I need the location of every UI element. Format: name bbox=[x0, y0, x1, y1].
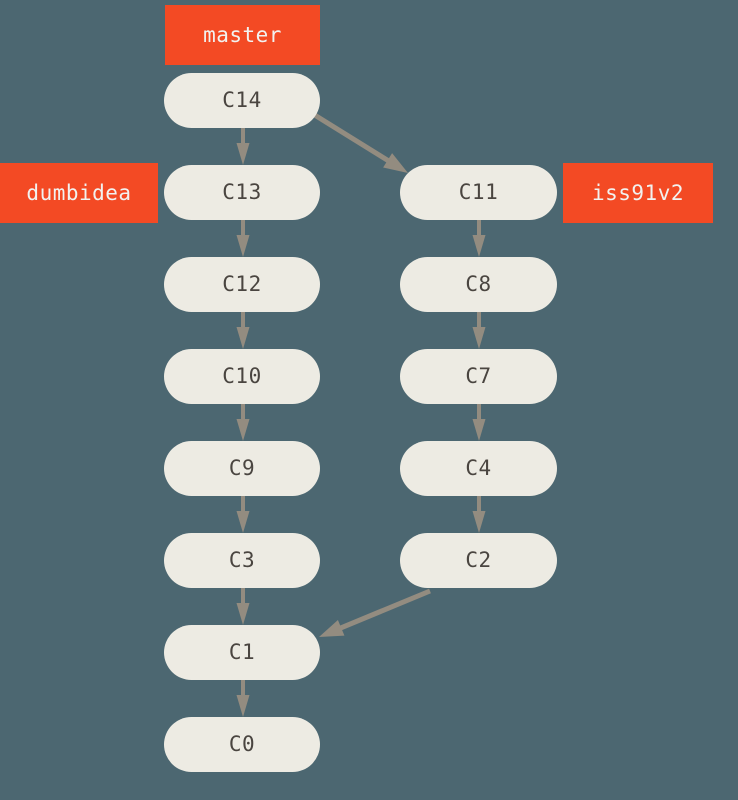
edge-c14-c11 bbox=[311, 111, 408, 173]
commit-node-label: C10 bbox=[222, 364, 262, 388]
commit-node-c8[interactable]: C8 bbox=[400, 257, 557, 312]
edge-c12-c10 bbox=[236, 312, 250, 349]
commit-node-label: C13 bbox=[222, 180, 262, 204]
branch-tag-label: master bbox=[203, 22, 282, 47]
branch-tag-dumbidea[interactable]: dumbidea bbox=[0, 163, 158, 223]
commit-node-c3[interactable]: C3 bbox=[164, 533, 320, 588]
edge-c11-c8 bbox=[472, 220, 486, 257]
commit-node-c10[interactable]: C10 bbox=[164, 349, 320, 404]
branch-tag-label: dumbidea bbox=[26, 180, 132, 205]
commit-node-label: C3 bbox=[228, 548, 256, 572]
branch-tag-master[interactable]: master bbox=[165, 5, 320, 65]
edge-c3-c1 bbox=[236, 588, 250, 625]
commit-node-label: C2 bbox=[465, 548, 492, 572]
commit-node-label: C0 bbox=[228, 732, 256, 756]
edge-c10-c9 bbox=[236, 404, 250, 441]
commit-node-c11[interactable]: C11 bbox=[400, 165, 557, 220]
edge-c8-c7 bbox=[472, 312, 486, 349]
branch-tag-label: iss91v2 bbox=[591, 180, 684, 205]
commit-node-label: C14 bbox=[222, 88, 262, 112]
commit-node-c0[interactable]: C0 bbox=[164, 717, 320, 772]
commit-node-label: C4 bbox=[465, 456, 492, 480]
commit-node-c14[interactable]: C14 bbox=[164, 73, 320, 128]
commit-node-c2[interactable]: C2 bbox=[400, 533, 557, 588]
commit-node-label: C9 bbox=[228, 456, 256, 480]
commit-node-c4[interactable]: C4 bbox=[400, 441, 557, 496]
edge-c1-c0 bbox=[236, 680, 250, 717]
commit-node-c12[interactable]: C12 bbox=[164, 257, 320, 312]
edge-c14-c13 bbox=[236, 128, 250, 165]
commit-node-label: C11 bbox=[458, 180, 499, 204]
edge-c9-c3 bbox=[236, 496, 250, 533]
edge-c13-c12 bbox=[236, 220, 250, 257]
commit-node-c7[interactable]: C7 bbox=[400, 349, 557, 404]
commit-node-label: C1 bbox=[228, 640, 256, 664]
commit-node-c1[interactable]: C1 bbox=[164, 625, 320, 680]
commit-node-label: C7 bbox=[465, 364, 492, 388]
edge-c4-c2 bbox=[472, 496, 486, 533]
edge-c7-c4 bbox=[472, 404, 486, 441]
commit-node-c9[interactable]: C9 bbox=[164, 441, 320, 496]
commit-node-label: C12 bbox=[222, 272, 262, 296]
commit-node-label: C8 bbox=[465, 272, 492, 296]
branch-tag-iss91v2[interactable]: iss91v2 bbox=[563, 163, 713, 223]
edge-c2-c1 bbox=[319, 588, 431, 637]
commit-node-c13[interactable]: C13 bbox=[164, 165, 320, 220]
